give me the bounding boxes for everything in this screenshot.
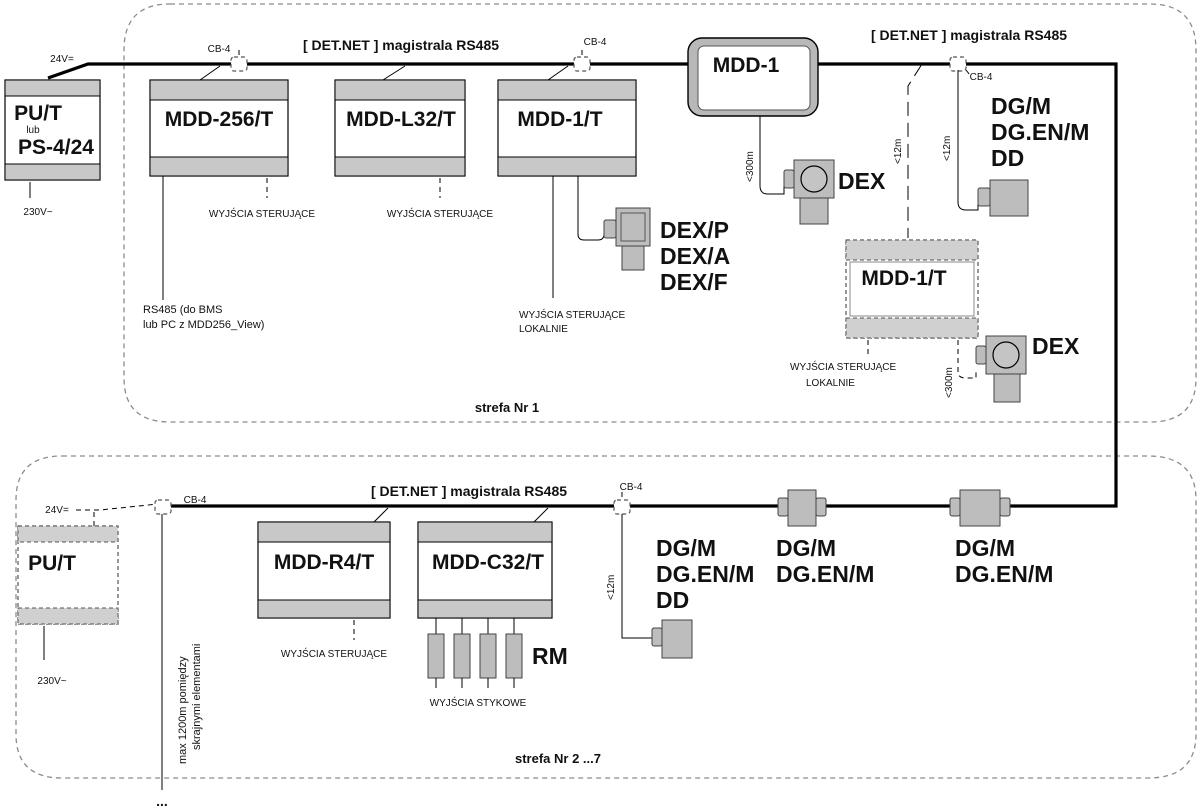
dg-m-label-z2-3: DG/M <box>955 535 1015 561</box>
dg-detector-top <box>977 179 1029 217</box>
dist-300-dex-2: <300m <box>944 367 955 398</box>
rm-relay-modules <box>427 618 523 688</box>
dex-detector-2 <box>975 335 1027 403</box>
bus-title-top-left: [ DET.NET ] magistrala RS485 <box>303 37 499 53</box>
mdd-1-t-module: MDD-1/T <box>497 79 637 177</box>
dex-p-label: DEX/P <box>660 217 729 243</box>
mdd-256-t-module: MDD-256/T <box>149 79 289 177</box>
svg-text:MDD-256/T: MDD-256/T <box>165 108 274 131</box>
dist-300-dex-1: <300m <box>745 151 756 182</box>
svg-text:CB-4: CB-4 <box>184 495 207 506</box>
ps-4-24-label: PS-4/24 <box>18 136 94 159</box>
dex-detector-1 <box>783 159 835 225</box>
dd-label-top: DD <box>991 145 1024 171</box>
psu-voltage-bottom: 24V= <box>45 505 69 516</box>
rs485-note-line1: RS485 (do BMS <box>143 304 222 316</box>
svg-text:MDD-C32/T: MDD-C32/T <box>432 551 544 574</box>
dex-p-detector <box>603 207 651 271</box>
dex-a-label: DEX/A <box>660 243 730 269</box>
dd-label-z2: DD <box>656 587 689 613</box>
svg-text:MDD-1: MDD-1 <box>713 54 780 77</box>
power-supply-unit-top: PU/T lub PS-4/24 <box>4 79 101 181</box>
cb4-connector-3: CB-4 <box>949 56 993 83</box>
contact-outputs-label: WYJŚCIA STYKOWE <box>430 696 527 709</box>
dg-inline-detector-1 <box>777 489 827 527</box>
dist-12-dg-bottom: <12m <box>606 575 617 600</box>
mains-voltage-bottom: 230V~ <box>37 676 66 687</box>
svg-text:PU/T: PU/T <box>28 552 76 575</box>
mdd-1t-local-outputs-line2: LOKALNIE <box>519 324 568 335</box>
continuation-ellipsis: ... <box>156 793 168 809</box>
bus-title-bottom: [ DET.NET ] magistrala RS485 <box>371 483 567 499</box>
mdd-r4-outputs-label: WYJŚCIA STERUJĄCE <box>281 647 387 660</box>
dg-en-m-label-z2-3: DG.EN/M <box>955 561 1053 587</box>
svg-text:CB-4: CB-4 <box>208 44 231 55</box>
dg-en-m-label-top: DG.EN/M <box>991 119 1089 145</box>
zone-1-label: strefa Nr 1 <box>475 400 539 415</box>
svg-text:CB-4: CB-4 <box>970 72 993 83</box>
svg-text:CB-4: CB-4 <box>620 482 643 493</box>
svg-text:MDD-1/T: MDD-1/T <box>861 267 946 290</box>
svg-text:MDD-1/T: MDD-1/T <box>517 108 602 131</box>
dg-m-label-z2-1: DG/M <box>656 535 716 561</box>
dex-1-label: DEX <box>838 168 886 194</box>
svg-text:MDD-L32/T: MDD-L32/T <box>346 108 456 131</box>
bus-title-top-right: [ DET.NET ] magistrala RS485 <box>871 27 1067 43</box>
dg-m-label-z2-2: DG/M <box>776 535 836 561</box>
cb4-connector-5: CB-4 <box>613 482 643 515</box>
dg-en-m-label-z2-2: DG.EN/M <box>776 561 874 587</box>
cb4-connector-2: CB-4 <box>573 37 607 72</box>
top-bus-line <box>47 62 1118 508</box>
rm-label: RM <box>532 643 568 669</box>
mdd-l32-t-module: MDD-L32/T <box>334 79 466 177</box>
pu-t-label: PU/T <box>14 102 62 125</box>
max-length-note-line2: skrajnymi elementami <box>191 644 203 750</box>
mdd-1-t-remote-module: MDD-1/T <box>845 239 979 339</box>
mdd-1t-remote-outputs-line1: WYJŚCIA STERUJĄCE <box>790 360 896 373</box>
mdd-1-panel: MDD-1 <box>687 37 819 117</box>
zone-2-label: strefa Nr 2 ...7 <box>515 751 601 766</box>
mdd-c32-t-module: MDD-C32/T <box>417 521 553 619</box>
mdd-256-outputs-label: WYJŚCIA STERUJĄCE <box>209 207 315 220</box>
cb4-connector-4: CB-4 <box>154 495 207 515</box>
dg-en-m-label-z2-1: DG.EN/M <box>656 561 754 587</box>
svg-text:CB-4: CB-4 <box>584 37 607 48</box>
dist-12-dg-top: <12m <box>942 136 953 161</box>
lub-label: lub <box>26 125 40 136</box>
rs485-note-line2: lub PC z MDD256_View) <box>143 319 264 331</box>
mdd-1t-remote-outputs-line2: LOKALNIE <box>806 378 855 389</box>
max-length-note-line1: max 1200m pomiędzy <box>177 656 189 764</box>
mains-voltage-top: 230V~ <box>23 207 52 218</box>
dex-f-label: DEX/F <box>660 269 728 295</box>
dg-m-label-top: DG/M <box>991 93 1051 119</box>
zone-2-boundary <box>15 455 1197 779</box>
dist-12-mdd1t: <12m <box>893 139 904 164</box>
mdd-r4-t-module: MDD-R4/T <box>257 521 391 619</box>
power-supply-unit-bottom: PU/T <box>17 525 119 625</box>
dex-2-label: DEX <box>1032 333 1080 359</box>
zone-1-boundary <box>123 3 1197 423</box>
mdd-1t-local-outputs-line1: WYJŚCIA STERUJĄCE <box>519 308 625 321</box>
mdd-l32-outputs-label: WYJŚCIA STERUJĄCE <box>387 207 493 220</box>
cb4-connector-1: CB-4 <box>208 44 248 72</box>
svg-text:MDD-R4/T: MDD-R4/T <box>274 551 374 574</box>
dg-inline-detector-2 <box>949 489 1011 527</box>
dg-detector-bottom-left <box>651 619 693 659</box>
psu-voltage-top: 24V= <box>50 54 74 65</box>
